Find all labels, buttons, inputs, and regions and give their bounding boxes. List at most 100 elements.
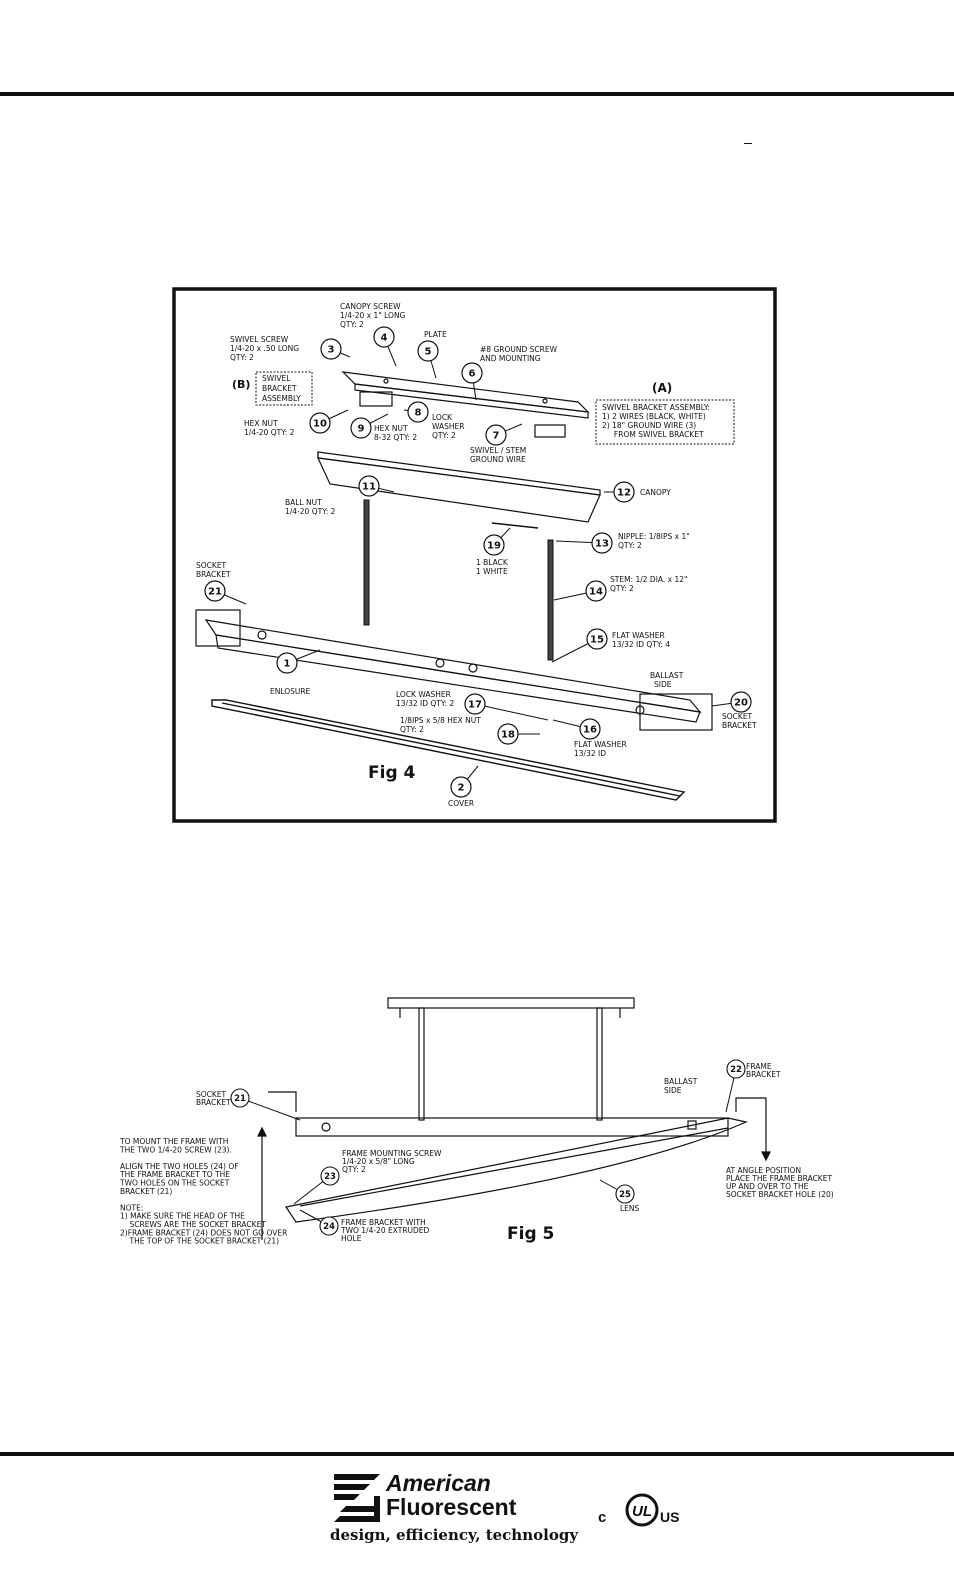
fig5-mount-2: 1/4-20 x 5/8" LONG: [342, 1157, 415, 1166]
fig5-callout-23: 23: [293, 1166, 340, 1205]
callout-label-19-0: 1 BLACK: [476, 558, 509, 567]
callout-label-4-1: 1/4-20 x 1" LONG: [340, 311, 406, 320]
callout-label-13-0: NIPPLE: 1/8IPS x 1": [618, 532, 690, 541]
callout-number-19: 19: [487, 541, 501, 552]
callout-number-10: 10: [313, 419, 327, 430]
callout-label-3-0: SWIVEL SCREW: [230, 335, 289, 344]
fig5-lens: [285, 1117, 748, 1223]
callout-number-12: 12: [617, 488, 631, 499]
fig4-frame: [172, 287, 777, 823]
callout-label-14-1: QTY: 2: [610, 584, 634, 593]
callout-circle-11: [358, 475, 380, 497]
fig5-callout-22: 22: [725, 1059, 746, 1113]
callout-label-6-1: AND MOUNTING: [480, 354, 541, 363]
fig5-instruction-line-4: THE FRAME BRACKET TO THE: [119, 1170, 230, 1179]
callout-label-9-1: 8-32 QTY: 2: [374, 433, 417, 442]
callout-circle-17: [464, 693, 486, 715]
fig5-angle-1: AT ANGLE POSITION: [726, 1166, 801, 1175]
callout-label-3-2: QTY: 2: [230, 353, 254, 362]
fig5-socket-2: BRACKET: [196, 1098, 231, 1107]
callout-label-3-1: 1/4-20 x .50 LONG: [230, 344, 299, 353]
callout-circle-7: [485, 424, 507, 446]
callout-circle-1: [276, 652, 298, 674]
callout-label-11-0: BALL NUT: [285, 498, 322, 507]
callout-circle-2: [450, 776, 472, 798]
fig5-angle-2: PLACE THE FRAME BRACKET: [726, 1174, 832, 1183]
fig5-instruction-line-6: BRACKET (21): [120, 1187, 172, 1196]
ul-mark-left: c: [598, 1509, 606, 1526]
fig5-ballast-1: BALLAST: [664, 1077, 698, 1086]
brand-name-line-2: Fluorescent: [386, 1494, 517, 1520]
callout-circle-4: [373, 326, 395, 348]
fig5-number-22: 22: [730, 1065, 742, 1075]
callout-number-14: 14: [589, 587, 603, 598]
fig5-frame-2: BRACKET: [746, 1070, 781, 1079]
fig5-angle-4: SOCKET BRACKET HOLE (20): [726, 1190, 834, 1199]
callout-circle-5: [417, 340, 439, 362]
wire-part: [491, 522, 539, 529]
callout-label-15-0: FLAT WASHER: [612, 631, 665, 640]
fig5-enclosure: [295, 1117, 729, 1137]
box-a: (A) SWIVEL BRACKET ASSEMBLY: 1) 2 WIRES …: [595, 381, 735, 445]
callout-label-8-2: QTY: 2: [432, 431, 456, 440]
callout-label-17-1: 13/32 ID QTY: 2: [396, 699, 454, 708]
callout-circle-13: [591, 532, 613, 554]
fig5-leader-21: [239, 1097, 301, 1121]
callout-label-8-0: LOCK: [432, 413, 453, 422]
callout-label-8-1: WASHER: [432, 422, 465, 431]
callout-number-8: 8: [415, 408, 422, 419]
callout-label-17-0: LOCK WASHER: [396, 690, 451, 699]
callout-label-10-1: 1/4-20 QTY: 2: [244, 428, 295, 437]
callout-label-16-1: 13/32 ID: [574, 749, 606, 758]
callout-label-14-0: STEM: 1/2 DIA. x 12": [610, 575, 688, 584]
box-b-line-2: BRACKET: [262, 384, 297, 393]
callout-circle-3: [320, 338, 342, 360]
callout-number-17: 17: [468, 700, 482, 711]
callout-label-4-2: QTY: 2: [340, 320, 364, 329]
callout-label-20-0: SOCKET: [722, 712, 753, 721]
fig5-circle-24: [319, 1216, 339, 1236]
callout-label-1-0: ENLOSURE: [270, 687, 311, 696]
header-dash: [744, 143, 752, 144]
fig5-number-24: 24: [323, 1222, 335, 1232]
callout-number-6: 6: [469, 369, 476, 380]
callout-label-21-1: BRACKET: [196, 570, 231, 579]
ul-certification-mark: c UL US: [598, 1493, 679, 1527]
callout-label-9-0: HEX NUT: [374, 424, 408, 433]
canopy-part: [316, 451, 601, 523]
fig4-ballast-2: SIDE: [654, 680, 672, 689]
fig5-instruction-line-11: 2)FRAME BRACKET (24) DOES NOT GO OVER: [120, 1228, 287, 1237]
callout-number-2: 2: [458, 783, 465, 794]
fig5-lens-label: LENS: [620, 1204, 640, 1213]
callout-label-12-0: CANOPY: [640, 488, 671, 497]
callout-circle-9: [350, 417, 372, 439]
fig5-callout-25: 25: [599, 1179, 635, 1204]
fig5-frame-1: FRAME: [746, 1062, 772, 1071]
callout-label-16-0: FLAT WASHER: [574, 740, 627, 749]
box-b-line-1: SWIVEL: [262, 374, 291, 383]
fig5-instruction-line-3: ALIGN THE TWO HOLES (24) OF: [120, 1162, 239, 1171]
callout-circle-14: [585, 580, 607, 602]
brand-logo-mark: [334, 1474, 380, 1522]
callout-number-4: 4: [381, 333, 388, 344]
fig5-instruction-line-9: 1) MAKE SURE THE HEAD OF THE: [120, 1212, 245, 1221]
ul-mark-mid: UL: [632, 1503, 652, 1520]
fig5-instruction-line-0: TO MOUNT THE FRAME WITH: [119, 1137, 228, 1146]
box-a-line-3: 2) 18" GROUND WIRE (3): [602, 421, 696, 430]
fig5-instruction-line-10: SCREWS ARE THE SOCKET BRACKET: [120, 1220, 266, 1229]
bottom-rule: [0, 1452, 954, 1456]
callout-label-5-0: PLATE: [424, 330, 447, 339]
fig5-socket-1: SOCKET: [196, 1090, 227, 1099]
enclosure-part: [195, 609, 713, 731]
fig5-mount-3: QTY: 2: [342, 1165, 366, 1174]
callout-number-18: 18: [501, 730, 515, 741]
